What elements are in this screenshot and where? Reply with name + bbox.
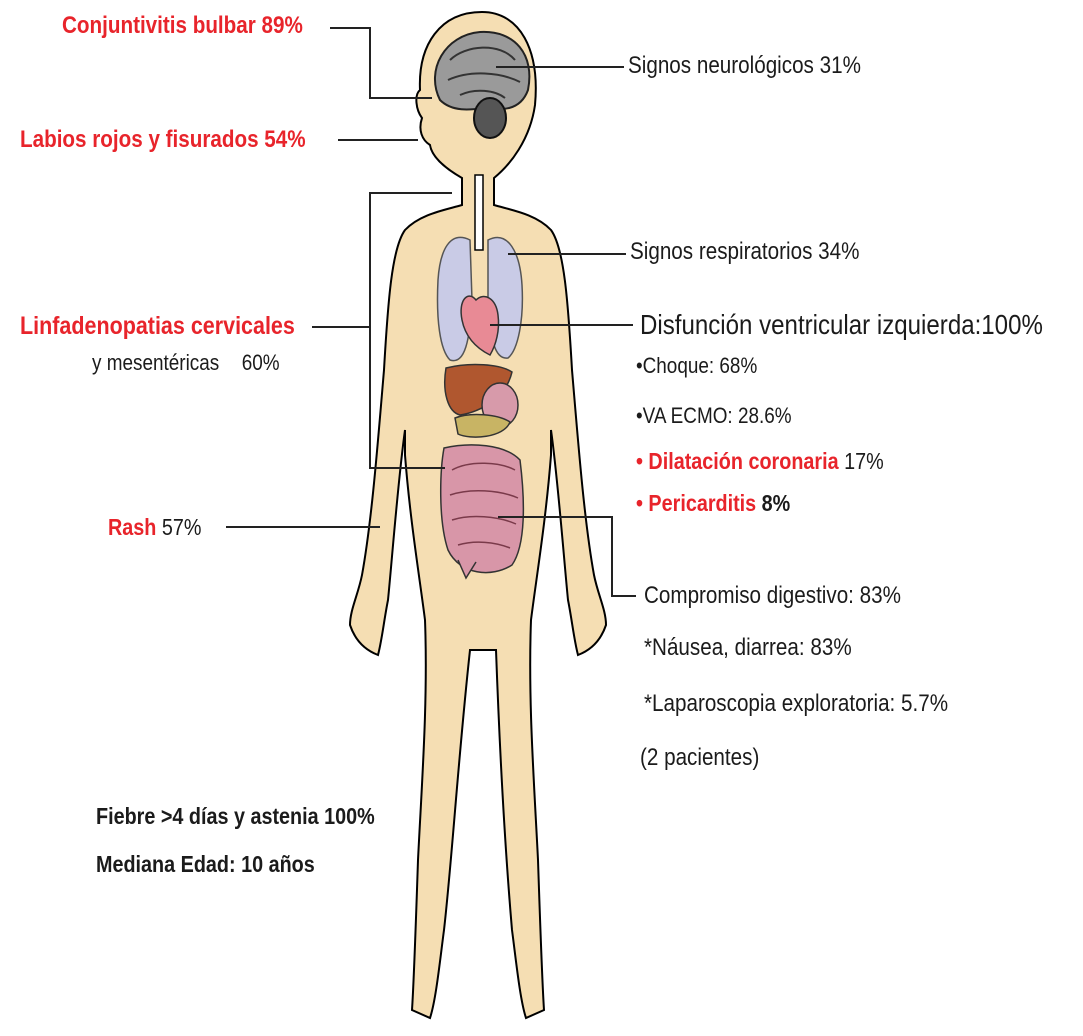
cardiaco-title: Disfunción ventricular izquierda:100% [640, 311, 1043, 339]
edad-text: Mediana Edad: 10 años [96, 853, 315, 876]
cardiaco-item-pericarditis: • Pericarditis 8% [636, 492, 790, 515]
digestivo-line-pacientes: (2 pacientes) [640, 746, 759, 770]
pericarditis-text: Pericarditis [648, 490, 756, 516]
dilatacion-value: 17% [844, 448, 884, 474]
linfadenopatias-name: Linfadenopatias cervicales [20, 314, 295, 339]
rash-value: 57% [162, 514, 202, 540]
pericarditis-value: 8% [762, 490, 791, 516]
conjuntivitis-name: Conjuntivitis bulbar [62, 12, 256, 39]
respiratorios-text: Signos respiratorios 34% [630, 240, 859, 264]
trachea [475, 175, 483, 250]
leader-conjuntivitis [330, 28, 432, 98]
digestivo-line-nausea: *Náusea, diarrea: 83% [644, 636, 852, 660]
neuro-text: Signos neurológicos 31% [628, 54, 861, 78]
linfadenopatias-value: 60% [242, 350, 280, 375]
intestines [441, 445, 524, 573]
linfadenopatias-line2: y mesentéricas [92, 350, 219, 375]
conjuntivitis-value: 89% [262, 12, 303, 39]
cardiaco-item-ecmo: •VA ECMO: 28.6% [636, 405, 792, 427]
labios-name: Labios rojos y fisurados [20, 126, 259, 153]
cardiaco-item-dilatacion: • Dilatación coronaria 17% [636, 450, 884, 473]
digestivo-title: Compromiso digestivo: 83% [644, 584, 901, 608]
label-labios: Labios rojos y fisurados 54% [20, 128, 306, 152]
label-linfadenopatias-line2: y mesentéricas 60% [92, 352, 280, 374]
rash-name: Rash [108, 514, 156, 540]
bullet-pericarditis: • [636, 490, 643, 516]
ecmo-text: VA ECMO: 28.6% [643, 403, 792, 428]
label-rash: Rash 57% [108, 516, 201, 539]
fiebre-text: Fiebre >4 días y astenia 100% [96, 805, 375, 828]
cerebellum [474, 98, 506, 138]
dilatacion-text: Dilatación coronaria [648, 448, 838, 474]
label-conjuntivitis: Conjuntivitis bulbar 89% [62, 14, 303, 38]
choque-text: Choque: 68% [643, 353, 758, 378]
bullet-dilatacion: • [636, 448, 643, 474]
labios-value: 54% [264, 126, 305, 153]
cardiaco-item-choque: •Choque: 68% [636, 355, 757, 377]
digestivo-line-laparoscopia: *Laparoscopia exploratoria: 5.7% [644, 692, 948, 716]
